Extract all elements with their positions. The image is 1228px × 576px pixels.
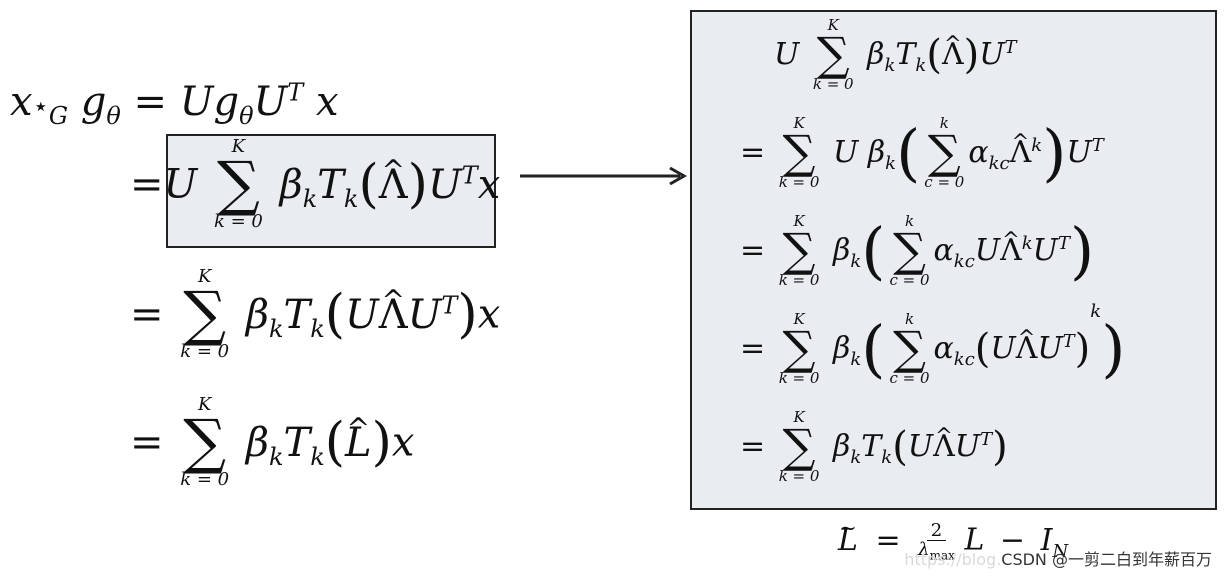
watermark: https://blog.CSDN @一剪二白到年薪百万 (904, 550, 1212, 569)
arrow-icon (520, 166, 688, 186)
equation-line-3: = K∑k = 0 βkTk(UΛUT)x (130, 268, 500, 361)
expansion-line-1: U K∑k = 0 βkTk(Λ)UT (774, 18, 1017, 92)
equation-line-4: = K∑k = 0 βkTk(L)x (130, 396, 414, 489)
equation-line-2: =U K∑k = 0 βkTk(Λ)UTx (130, 138, 500, 231)
highlight-box (166, 134, 496, 248)
expansion-line-3: = K∑k = 0 βk(k∑c = 0αkcUΛkUT) (740, 214, 1094, 288)
laplacian-definition: L = 2 λmax L − IN (838, 518, 1068, 561)
expansion-line-5: = K∑k = 0 βkTk(UΛUT) (740, 410, 1008, 484)
equation-line-1: x⋆G gθ = UgθUT x (10, 78, 339, 130)
expansion-line-2: = K∑k = 0 U βk(k∑c = 0αkcΛk)UT (740, 116, 1104, 190)
